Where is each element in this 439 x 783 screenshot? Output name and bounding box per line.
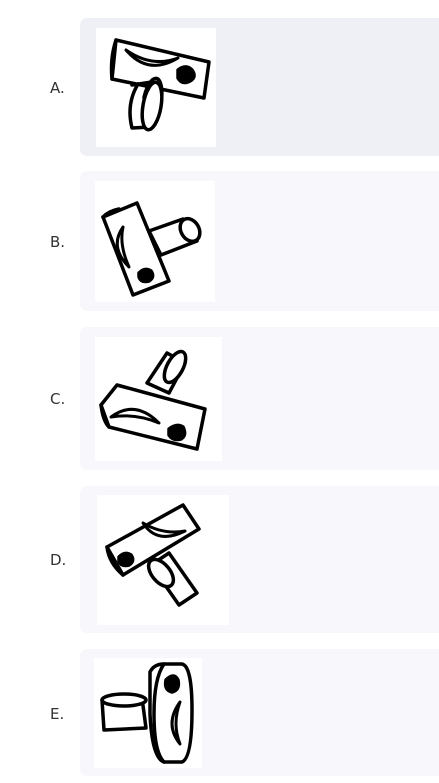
option-letter: D. [50, 551, 67, 569]
ring-cylinder-figure-e-icon [100, 662, 194, 764]
option-letter: E. [50, 705, 65, 723]
answer-option-c[interactable]: C. [0, 327, 439, 470]
option-letter: C. [50, 390, 66, 408]
answer-option-d[interactable]: D. [0, 486, 439, 633]
ring-cylinder-figure-d-icon [105, 503, 201, 607]
option-thumbnail [95, 337, 222, 461]
answer-option-b[interactable]: B. [0, 171, 439, 311]
option-thumbnail [95, 181, 215, 302]
ring-cylinder-figure-a-icon [109, 38, 211, 132]
option-thumbnail [97, 495, 229, 625]
answer-option-e[interactable]: E. [0, 649, 439, 776]
option-thumbnail [94, 658, 202, 768]
answer-option-a[interactable]: A. [0, 18, 439, 156]
option-letter: A. [50, 79, 65, 97]
option-thumbnail [96, 28, 216, 147]
ring-cylinder-figure-c-icon [99, 349, 207, 451]
option-letter: B. [50, 233, 66, 251]
ring-cylinder-figure-b-icon [101, 201, 202, 297]
